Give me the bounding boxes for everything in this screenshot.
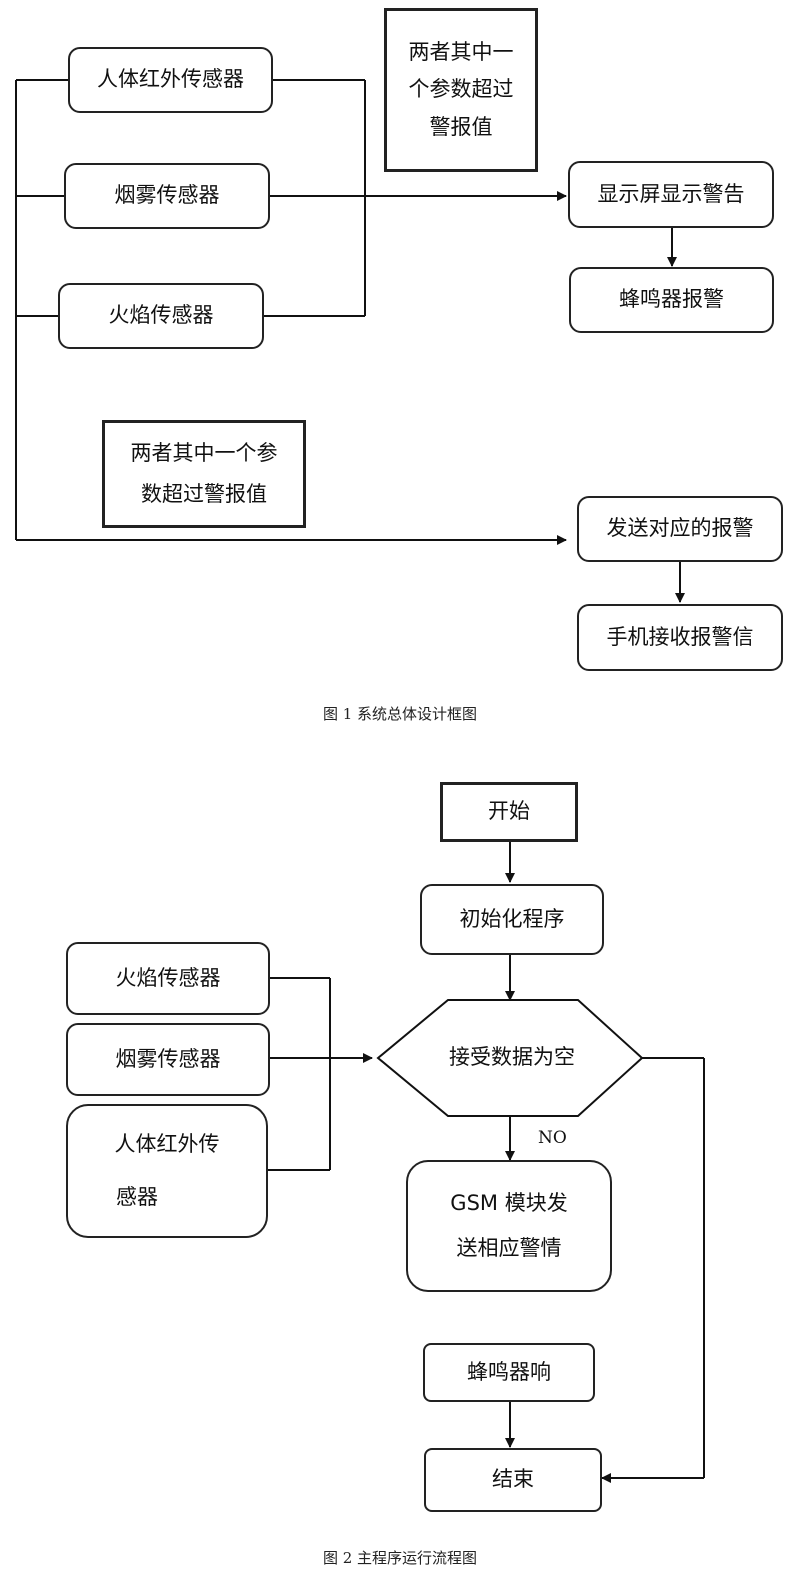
fig2-start-label: 开始 [488,799,530,824]
fig2-end-label: 结束 [492,1467,534,1492]
fig2-init-box: 初始化程序 [420,884,604,955]
fig1-condition-bottom-line-2: 数超过警报值 [141,482,267,506]
fig2-no-label: NO [538,1128,567,1148]
fig1-phone-receive-box: 手机接收报警信 [577,604,783,671]
fig1-send-alarm-label: 发送对应的报警 [606,516,754,541]
fig1-condition-bottom-line-1: 两者其中一个参 [130,440,278,465]
fig2-smoke-sensor-box: 烟雾传感器 [66,1023,270,1096]
fig1-condition-note-top: 两者其中一 个参数超过 警报值 [384,8,538,172]
fig1-display-warning-label: 显示屏显示警告 [597,181,745,206]
fig1-flame-sensor-label: 火焰传感器 [108,303,214,328]
fig1-smoke-sensor-box: 烟雾传感器 [64,163,270,229]
fig1-smoke-sensor-label: 烟雾传感器 [114,183,220,208]
fig2-smoke-sensor-label: 烟雾传感器 [115,1046,221,1071]
fig1-flame-sensor-box: 火焰传感器 [58,283,264,349]
fig1-buzzer-alarm-box: 蜂鸣器报警 [569,267,774,333]
fig2-buzzer-label: 蜂鸣器响 [467,1359,551,1384]
fig2-ir-sensor-line-2: 感器 [116,1185,158,1209]
fig2-end-box: 结束 [424,1448,602,1512]
fig1-display-warning-box: 显示屏显示警告 [568,161,774,228]
fig1-phone-receive-label: 手机接收报警信 [606,624,754,649]
fig1-condition-top-line-1: 两者其中一 [408,39,514,64]
fig1-caption: 图 1 系统总体设计框图 [322,705,478,723]
fig1-condition-note-bottom: 两者其中一个参 数超过警报值 [102,420,306,528]
fig2-gsm-line-1: GSM 模块发 [450,1190,568,1215]
fig2-start-box: 开始 [440,782,578,842]
fig2-ir-sensor-box: 人体红外传 感器 [66,1104,268,1238]
fig2-gsm-line-2: 送相应警情 [456,1236,562,1260]
fig2-decision-label: 接受数据为空 [449,1045,575,1069]
fig2-gsm-box: GSM 模块发 送相应警情 [406,1160,612,1292]
fig2-flame-sensor-label: 火焰传感器 [115,965,221,990]
fig2-decision-hexagon [376,999,644,1117]
fig1-send-alarm-box: 发送对应的报警 [577,496,783,562]
fig1-condition-top-line-2: 个参数超过 [408,77,514,102]
fig1-ir-sensor-label: 人体红外传感器 [97,67,244,92]
fig1-ir-sensor-box: 人体红外传感器 [68,47,273,113]
fig1-condition-top-line-3: 警报值 [429,114,493,139]
fig2-flame-sensor-box: 火焰传感器 [66,942,270,1015]
fig2-init-label: 初始化程序 [459,906,565,931]
fig2-ir-sensor-line-1: 人体红外传 [114,1131,220,1156]
fig2-buzzer-box: 蜂鸣器响 [423,1343,595,1402]
fig1-buzzer-alarm-label: 蜂鸣器报警 [619,287,724,312]
fig2-caption: 图 2 主程序运行流程图 [322,1549,478,1567]
